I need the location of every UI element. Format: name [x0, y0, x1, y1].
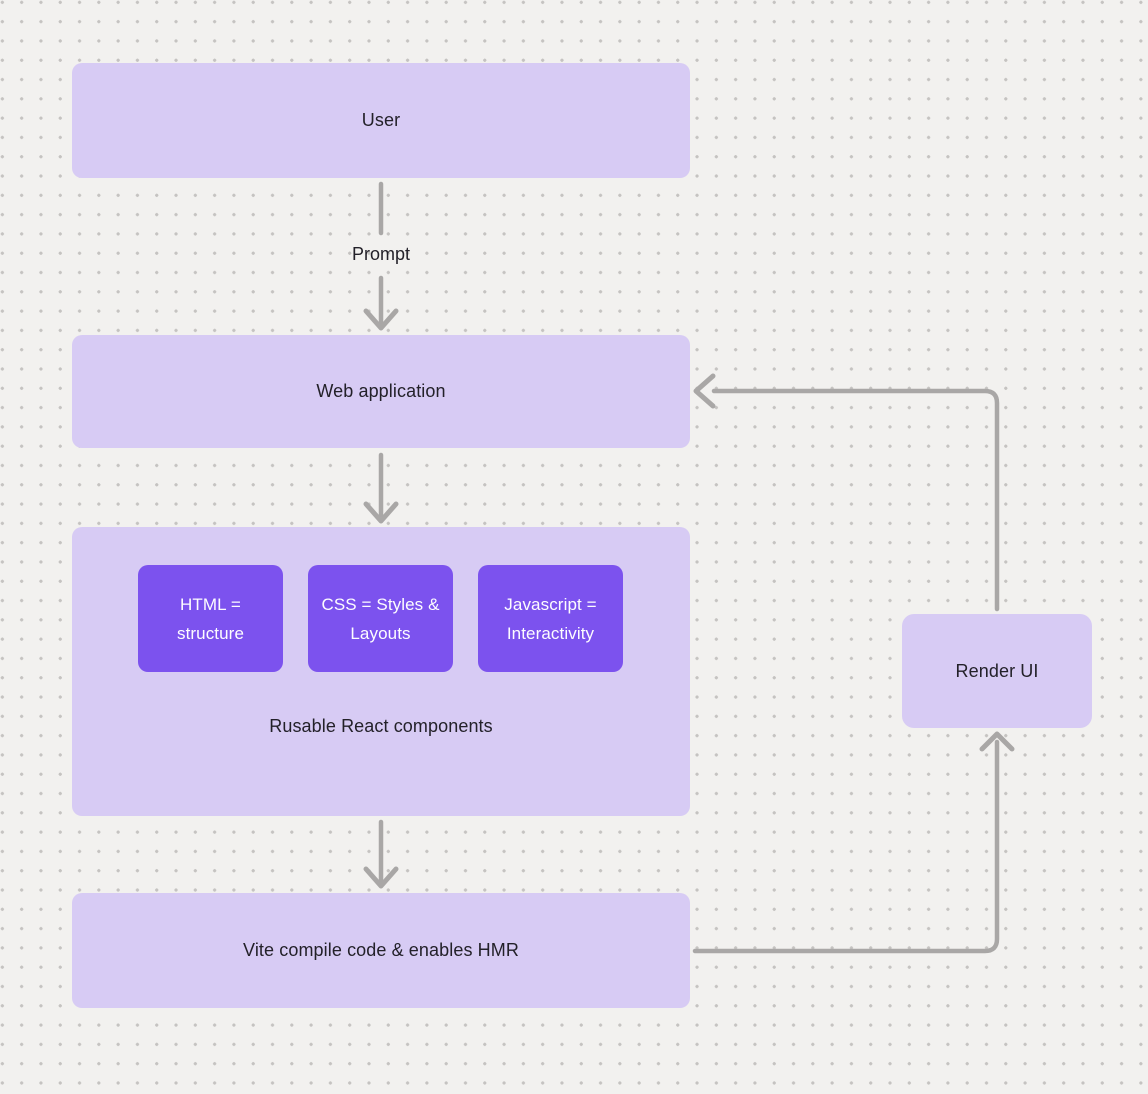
edge-label-prompt: Prompt [351, 244, 411, 264]
edge-vite-render [692, 739, 1000, 954]
chip-css[interactable]: CSS = Styles & Layouts [308, 565, 453, 672]
chip-javascript-label: Javascript = Interactivity [504, 594, 597, 643]
node-web-application-label: Web application [316, 381, 446, 401]
chip-html-label: HTML = structure [176, 594, 245, 643]
arrow-down-icon [363, 501, 399, 524]
arrow-down-icon [363, 866, 399, 889]
arrow-up-icon [979, 731, 1015, 752]
chip-html[interactable]: HTML = structure [138, 565, 283, 672]
arrow-left-icon [693, 373, 716, 409]
components-group-label: Rusable React components [269, 716, 493, 736]
node-components-group[interactable]: HTML = structure CSS = Styles & Layouts … [72, 527, 690, 816]
node-user[interactable]: User [72, 63, 690, 178]
node-render-ui[interactable]: Render UI [902, 614, 1092, 728]
node-vite[interactable]: Vite compile code & enables HMR [72, 893, 690, 1008]
node-user-label: User [361, 110, 401, 130]
edge-render-webapp [711, 388, 1000, 612]
arrow-down-icon [363, 308, 399, 331]
chip-javascript[interactable]: Javascript = Interactivity [478, 565, 623, 672]
node-web-application[interactable]: Web application [72, 335, 690, 448]
node-vite-label: Vite compile code & enables HMR [243, 940, 519, 960]
node-render-ui-label: Render UI [955, 660, 1039, 681]
chip-css-label: CSS = Styles & Layouts [321, 594, 440, 643]
